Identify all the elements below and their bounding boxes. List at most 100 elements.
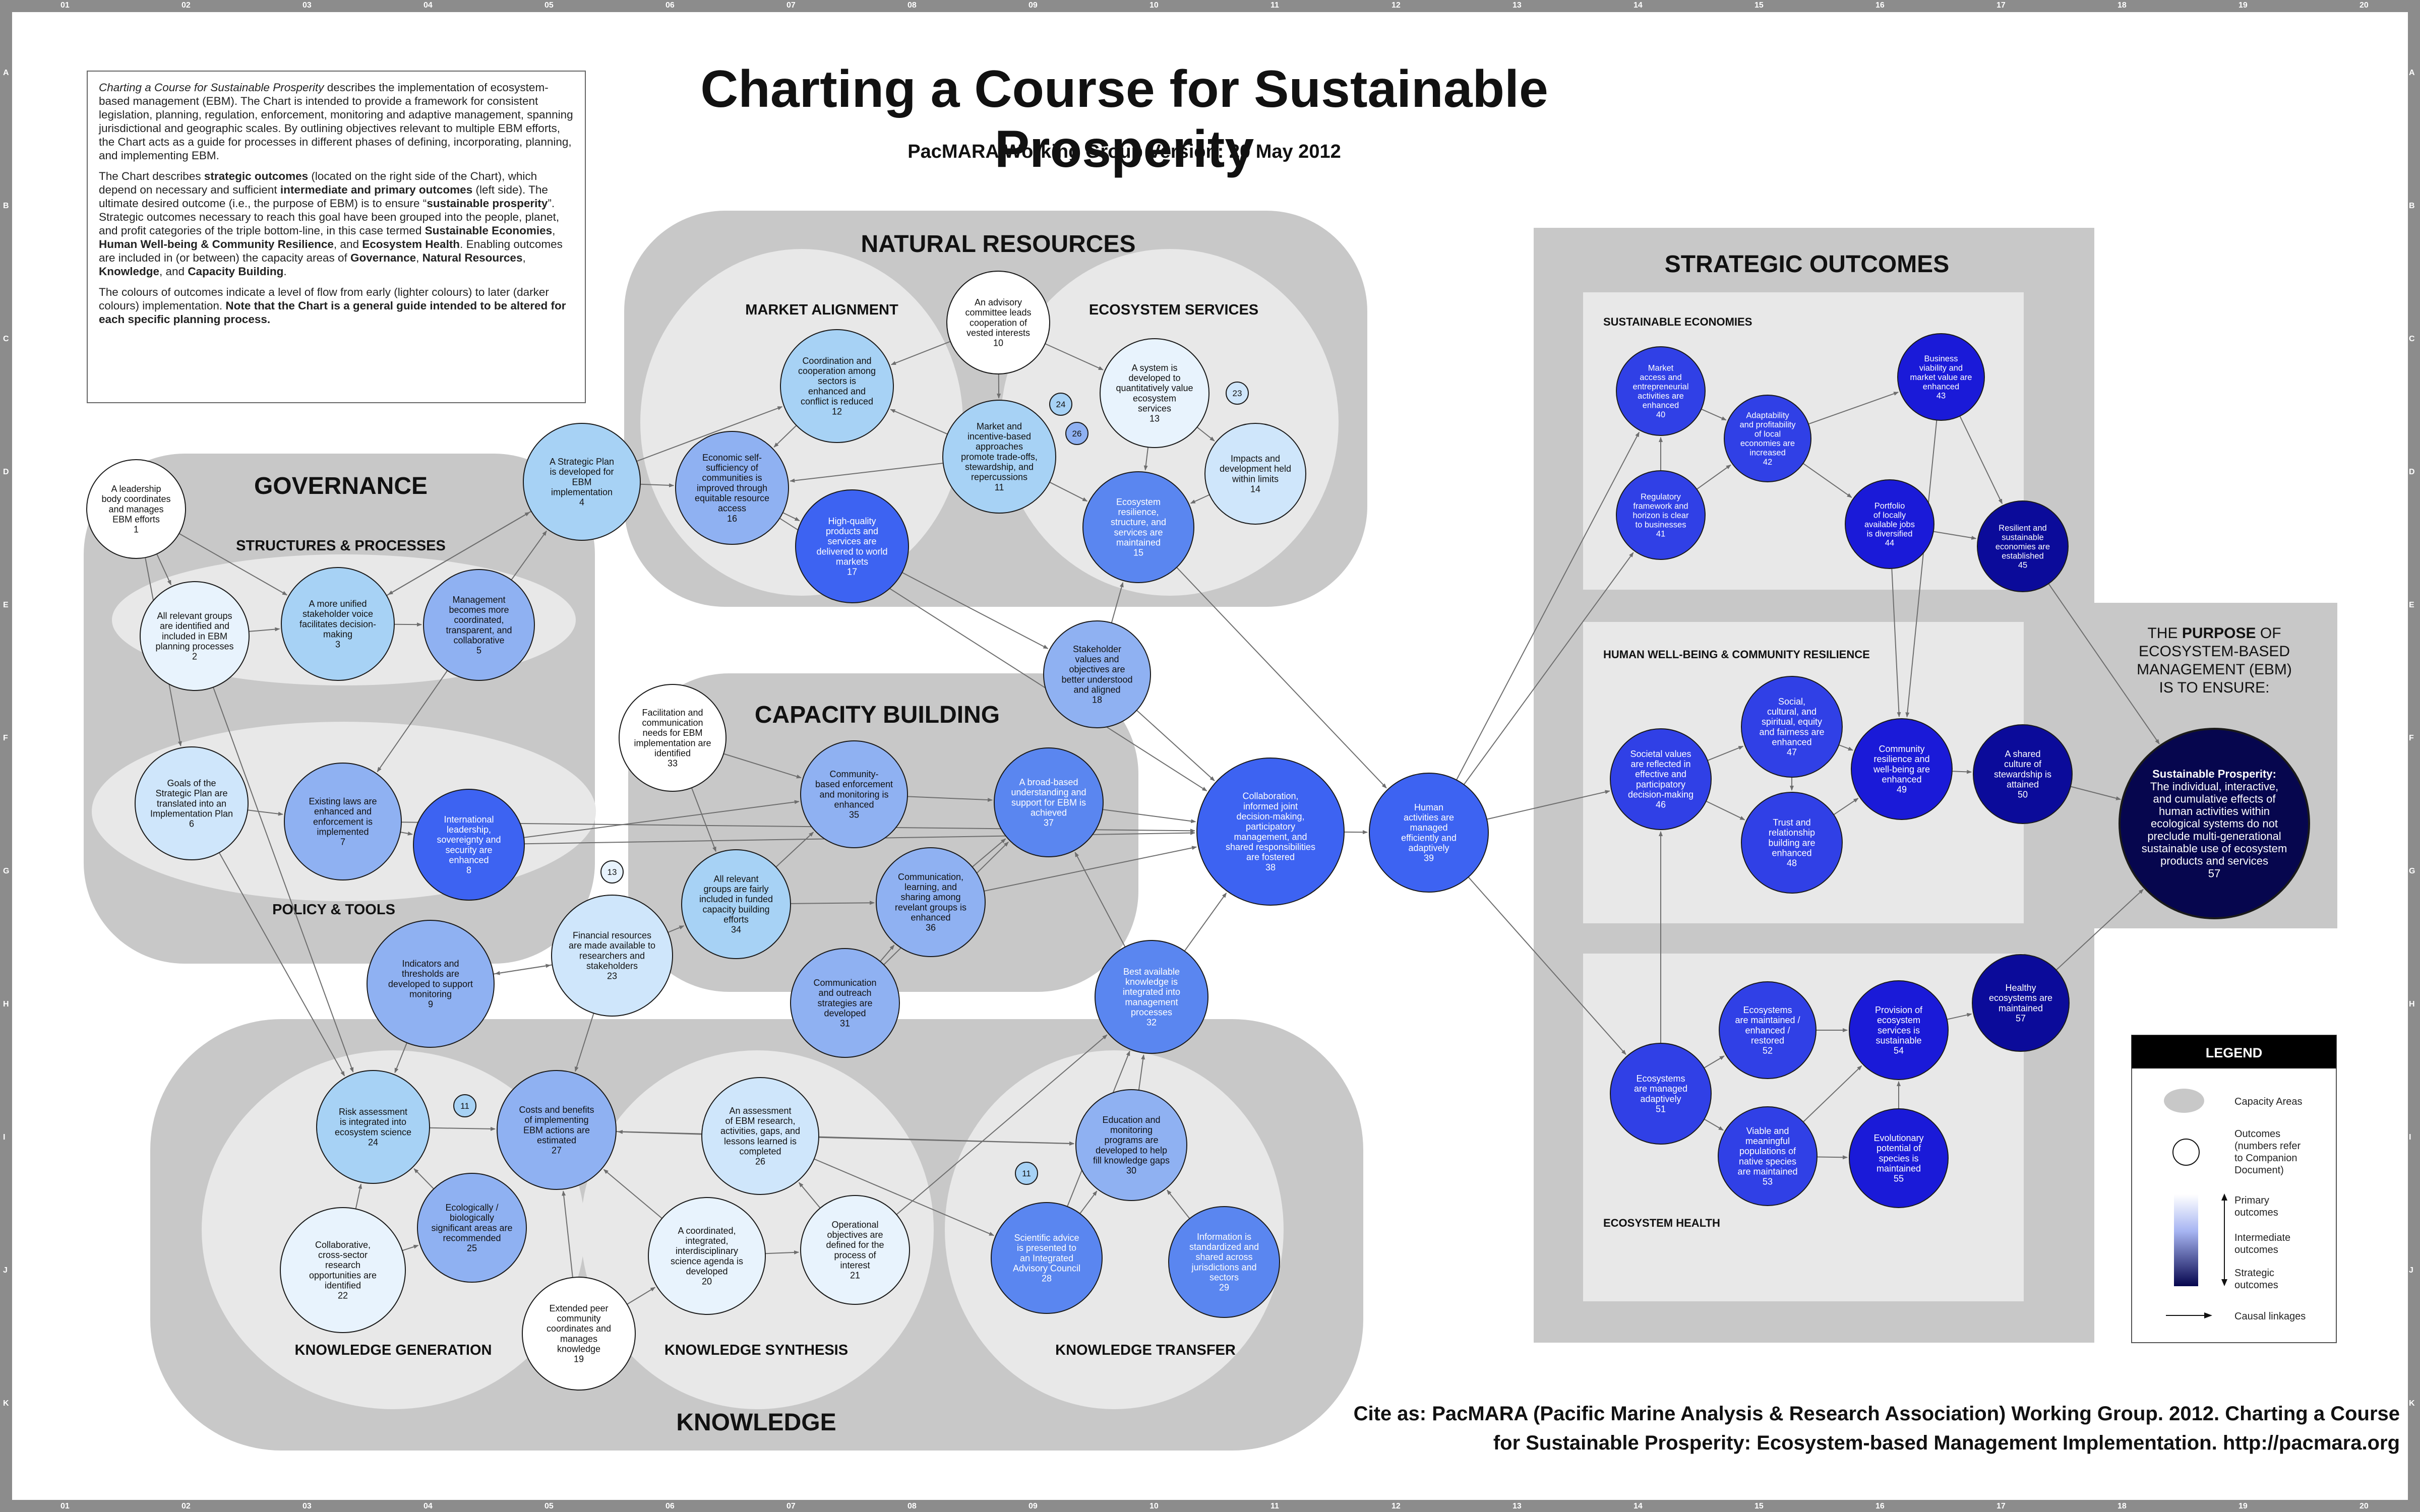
outcome-node-57: Sustainable Prosperity:The individual, i… <box>2119 728 2310 919</box>
grid-row-right-A: A <box>2409 69 2415 77</box>
outcome-30-line-2: programs are <box>1104 1135 1158 1145</box>
purpose-line-3: MANAGEMENT (EBM) <box>2137 661 2292 678</box>
outcome-30-line-0: Education and <box>1102 1115 1160 1125</box>
outcome-45-line-3: established <box>2002 551 2043 560</box>
structures-processes-label: STRUCTURES & PROCESSES <box>236 538 446 554</box>
outcome-50-line-1: culture of <box>2004 759 2042 769</box>
link-39-to-51 <box>1468 876 1626 1055</box>
outcome-49-line-2: well-being are <box>1873 764 1930 774</box>
outcome-10-line-1: committee leads <box>965 307 1031 318</box>
grid-row-left-E: E <box>3 601 9 609</box>
strategic-outcomes-label: STRATEGIC OUTCOMES <box>1665 251 1949 278</box>
outcome-28-line-1: is presented to <box>1017 1243 1076 1253</box>
outcome-24-line-0: Risk assessment <box>339 1107 407 1117</box>
outcome-22-line-1: cross-sector <box>318 1250 368 1260</box>
outcome-circle-56 <box>1972 954 2070 1052</box>
outcome-53-line-5: 53 <box>1763 1177 1773 1187</box>
outcome-circle-41 <box>1616 470 1706 560</box>
grid-row-left-A: A <box>3 69 9 77</box>
grid-col-bottom-02: 02 <box>182 1502 191 1510</box>
intro-title-italic: Charting a Course for Sustainable Prospe… <box>99 81 324 94</box>
legend-outcomes-l4: Document) <box>2234 1165 2284 1176</box>
grid-col-bottom-05: 05 <box>544 1502 554 1510</box>
outcome-54-line-3: sustainable <box>1876 1036 1921 1046</box>
outcome-32-line-3: management <box>1125 997 1178 1007</box>
outcome-8-line-2: sovereignty and <box>437 835 501 845</box>
grid-col-bottom-10: 10 <box>1150 1502 1159 1510</box>
grid-row-right-B: B <box>2409 202 2415 210</box>
outcome-57-line-8: 57 <box>2208 867 2220 879</box>
outcome-13-line-4: services <box>1138 404 1171 414</box>
outcome-28-line-2: an Integrated <box>1020 1253 1073 1263</box>
outcome-17-line-5: 17 <box>847 567 857 577</box>
link-45-to-57 <box>2048 583 2160 744</box>
page-subtitle: PacMARA Working Group Version: 20 May 20… <box>908 141 1341 162</box>
outcome-25-line-1: biologically <box>450 1213 494 1223</box>
grid-col-top-01: 01 <box>60 1 70 10</box>
outcome-5-line-4: collaborative <box>453 636 504 646</box>
outcome-circle-6 <box>135 746 249 860</box>
outcome-46-line-0: Societal values <box>1630 749 1691 759</box>
page-title: Charting a Course for Sustainable Prospe… <box>700 60 1548 178</box>
outcome-6-line-3: Implementation Plan <box>150 809 233 819</box>
outcome-38-line-5: shared responsibilities <box>1226 842 1315 852</box>
outcome-42-line-2: of local <box>1754 430 1781 439</box>
grid-col-bottom-11: 11 <box>1270 1502 1279 1510</box>
outcome-47-line-0: Social, <box>1778 697 1805 707</box>
outcome-37-line-1: understanding and <box>1011 787 1086 797</box>
outcome-53-line-3: native species <box>1739 1156 1796 1166</box>
outcome-35-line-2: and monitoring is <box>819 789 888 799</box>
link-22-to-25 <box>402 1244 419 1251</box>
intro-p2-p: Natural Resources <box>422 251 523 264</box>
outcome-circle-29 <box>1168 1206 1280 1318</box>
grid-row-left-F: F <box>3 734 8 742</box>
outcome-57-line-3: human activities within <box>2159 805 2270 817</box>
outcome-7-line-1: enhanced and <box>314 806 372 816</box>
link-23-to-9 <box>495 964 553 975</box>
intro-p2-s: , and <box>159 265 188 278</box>
outcome-node-22: Collaborative,cross-sectorresearchopport… <box>280 1207 406 1333</box>
link-51-to-53 <box>1704 1118 1724 1131</box>
link-13-to-14 <box>1196 426 1215 442</box>
outcome-30-line-3: developed to help <box>1096 1145 1167 1155</box>
outcome-circle-49 <box>1851 718 1953 820</box>
link-53-to-54 <box>1802 1065 1862 1122</box>
link-16-to-17 <box>782 512 800 522</box>
grid-col-top-20: 20 <box>2360 1 2369 10</box>
outcome-37-line-2: support for EBM is <box>1011 797 1086 807</box>
outcome-4-line-3: implementation <box>551 487 613 497</box>
link-15-to-39 <box>1176 567 1387 789</box>
outcome-12-line-5: 12 <box>832 407 842 417</box>
outcome-2-line-3: planning processes <box>155 642 233 652</box>
outcome-20-line-1: integrated, <box>685 1236 728 1246</box>
legend-intermediate-l2: outcomes <box>2234 1244 2278 1255</box>
link-34-to-36 <box>790 901 875 905</box>
link-8-to-35 <box>523 800 800 838</box>
outcome-55-line-3: maintained <box>1877 1164 1921 1174</box>
grid-col-top-03: 03 <box>302 1 312 10</box>
outcome-circle-14 <box>1204 423 1306 525</box>
intro-p2-j: Human Well-being & Community Resilience <box>99 238 334 250</box>
outcome-38-line-1: informed joint <box>1243 801 1298 811</box>
outcome-circle-35 <box>800 740 908 848</box>
grid-col-bottom-08: 08 <box>908 1502 917 1510</box>
reference-circle-4 <box>453 1094 476 1117</box>
outcome-29-line-2: shared across <box>1195 1252 1252 1262</box>
outcome-circle-10 <box>946 271 1050 374</box>
outcome-37-line-3: achieved <box>1031 808 1067 818</box>
link-26-to-28 <box>814 1158 995 1236</box>
link-1-to-2 <box>156 553 172 586</box>
link-7-to-8 <box>400 831 413 836</box>
